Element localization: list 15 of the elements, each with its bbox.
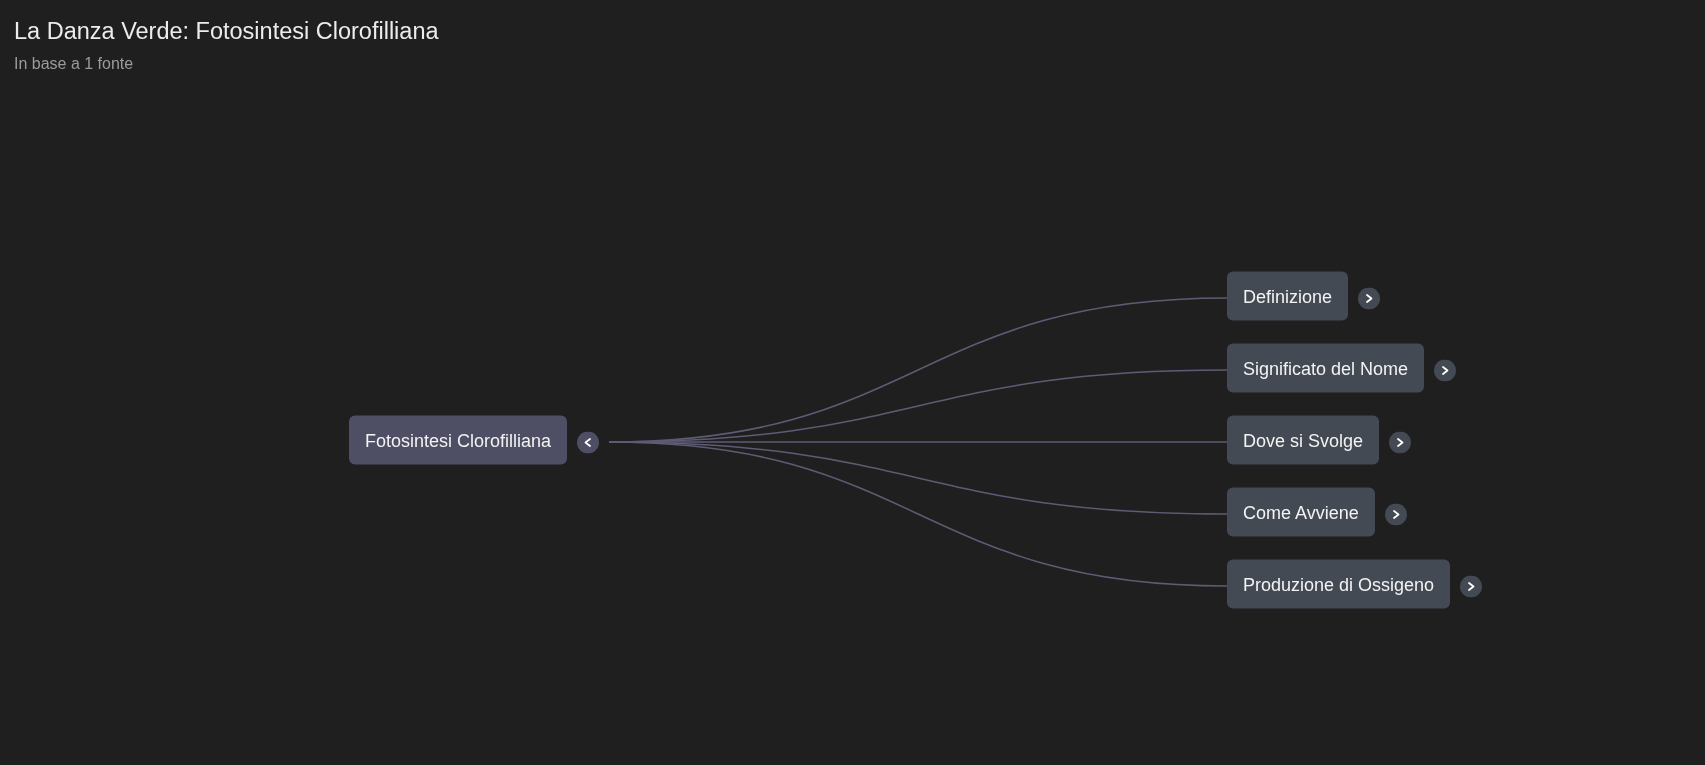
topic-box <box>349 415 568 465</box>
topic-box <box>1227 343 1425 393</box>
topic-label: Dove si Svolge <box>1243 429 1364 452</box>
topic-label: Definizione <box>1243 285 1333 308</box>
topic-label: Come Avviene <box>1243 501 1359 524</box>
topic-label: Produzione di Ossigeno <box>1243 573 1435 596</box>
source-note: In base a 1 fonte <box>14 54 134 74</box>
topic-box <box>1227 271 1349 321</box>
topic-box <box>1227 487 1375 537</box>
connector-line <box>608 441 1228 587</box>
topic-label: Fotosintesi Clorofilliana <box>365 429 552 452</box>
topic-box <box>1227 415 1380 465</box>
topic-label: Significato del Nome <box>1243 357 1409 380</box>
topic-box <box>1227 559 1451 609</box>
title: La Danza Verde: Fotosintesi Clorofilliana <box>14 17 439 45</box>
